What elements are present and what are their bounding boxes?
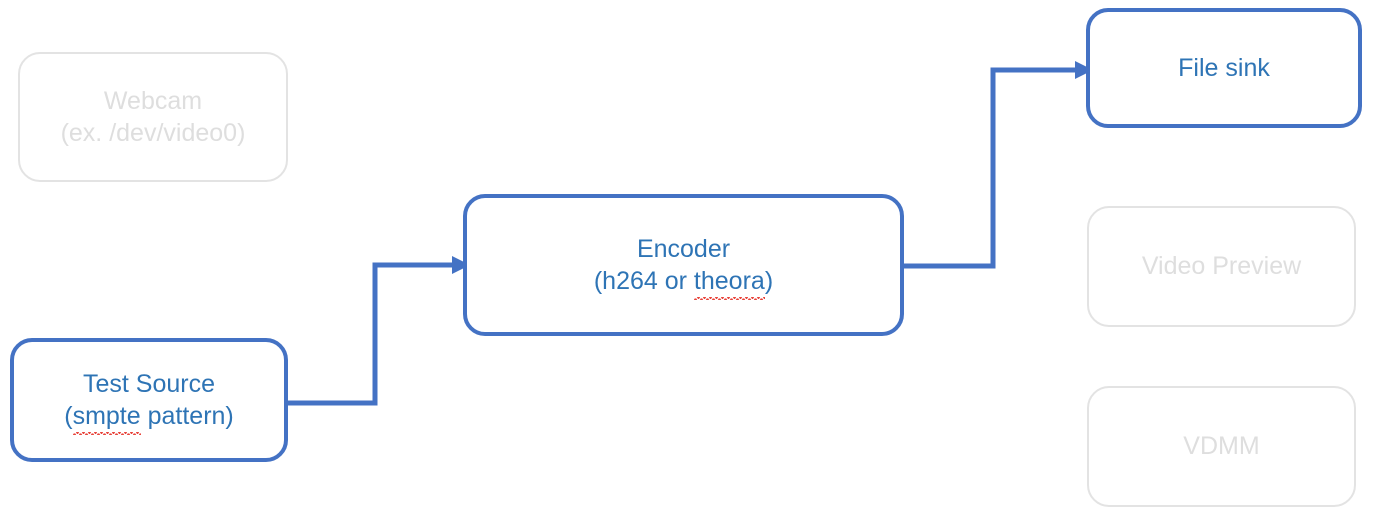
node-test-source-line2-suffix: pattern) [140, 402, 234, 430]
node-webcam[interactable]: Webcam (ex. /dev/video0) [18, 52, 288, 182]
node-video-preview[interactable]: Video Preview [1087, 206, 1356, 327]
node-test-source[interactable]: Test Source (smpte pattern) [10, 338, 288, 462]
node-test-source-line2-prefix: ( [64, 402, 73, 430]
node-vdmm[interactable]: VDMM [1087, 386, 1356, 507]
node-video-preview-label: Video Preview [1141, 252, 1302, 281]
connector-encoder-to-file-sink [904, 61, 1093, 269]
connector-test-source-to-encoder [288, 256, 470, 406]
node-vdmm-label: VDMM [1183, 432, 1260, 461]
node-file-sink[interactable]: File sink [1086, 8, 1362, 128]
node-test-source-line1: Test Source [82, 369, 215, 398]
node-encoder-misspelled-word: theora [693, 265, 765, 299]
node-file-sink-label: File sink [1178, 53, 1270, 82]
node-test-source-misspelled-word: smpte [72, 400, 141, 434]
node-encoder-line2-prefix: (h264 or [593, 267, 694, 295]
node-webcam-line1: Webcam [103, 86, 203, 115]
node-encoder-line1: Encoder [636, 234, 731, 263]
node-webcam-line2: (ex. /dev/video0) [60, 119, 246, 147]
node-test-source-label: Test Source (smpte pattern) [64, 368, 234, 434]
node-encoder[interactable]: Encoder (h264 or theora) [463, 194, 904, 336]
node-encoder-label: Encoder (h264 or theora) [593, 233, 774, 299]
node-webcam-label: Webcam (ex. /dev/video0) [61, 85, 246, 150]
node-encoder-line2-suffix: ) [764, 267, 774, 295]
